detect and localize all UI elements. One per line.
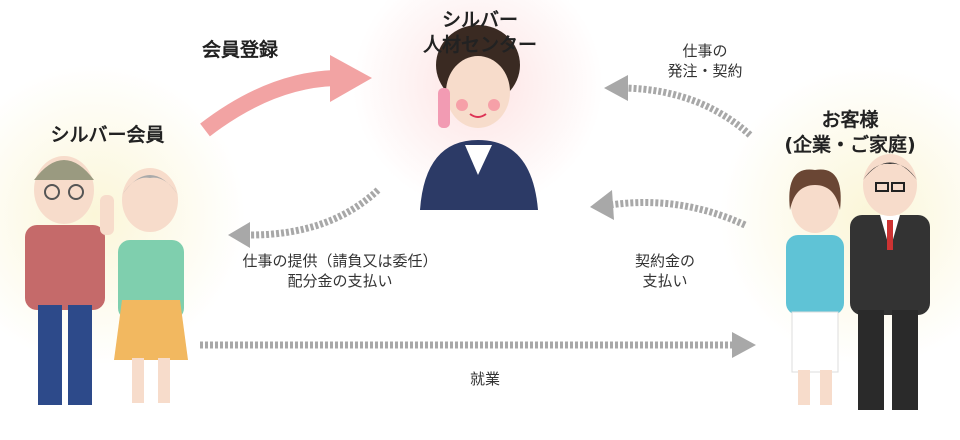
provision-label: 仕事の提供（請負又は委任） 配分金の支払い xyxy=(225,252,455,291)
registration-label: 会員登録 xyxy=(201,39,278,61)
payment-arrow xyxy=(609,199,747,229)
operator-illustration xyxy=(420,25,538,210)
customer-man-illustration xyxy=(850,154,930,410)
member-man-illustration xyxy=(25,156,114,405)
work-label: 就業 xyxy=(469,370,500,388)
center-title-line2: 人材センター xyxy=(422,33,537,56)
registration-arrow xyxy=(200,55,372,137)
provision-label-line1: 仕事の提供（請負又は委任） xyxy=(242,252,438,270)
center-title-line1: シルバー xyxy=(441,9,518,31)
provision-arrow xyxy=(249,187,381,239)
payment-label: 契約金の 支払い xyxy=(615,252,715,291)
member-title: シルバー会員 xyxy=(50,124,165,146)
customer-title-line2: (企業・ご家庭) xyxy=(784,133,916,156)
order-label-line2: 発注・契約 xyxy=(667,61,743,80)
center-title: シルバー 人材センター xyxy=(410,8,550,57)
member-woman-illustration xyxy=(114,168,188,403)
customer-title-line1: お客様 xyxy=(821,109,879,131)
customer-woman-illustration xyxy=(786,169,844,405)
provision-label-line2: 配分金の支払い xyxy=(287,271,393,290)
order-label-line1: 仕事の xyxy=(682,42,728,60)
order-label: 仕事の 発注・契約 xyxy=(650,42,760,81)
payment-label-line1: 契約金の xyxy=(634,252,695,270)
payment-label-line2: 支払い xyxy=(642,271,688,290)
customer-title: お客様 (企業・ご家庭) xyxy=(770,108,930,157)
order-arrow xyxy=(624,84,753,138)
